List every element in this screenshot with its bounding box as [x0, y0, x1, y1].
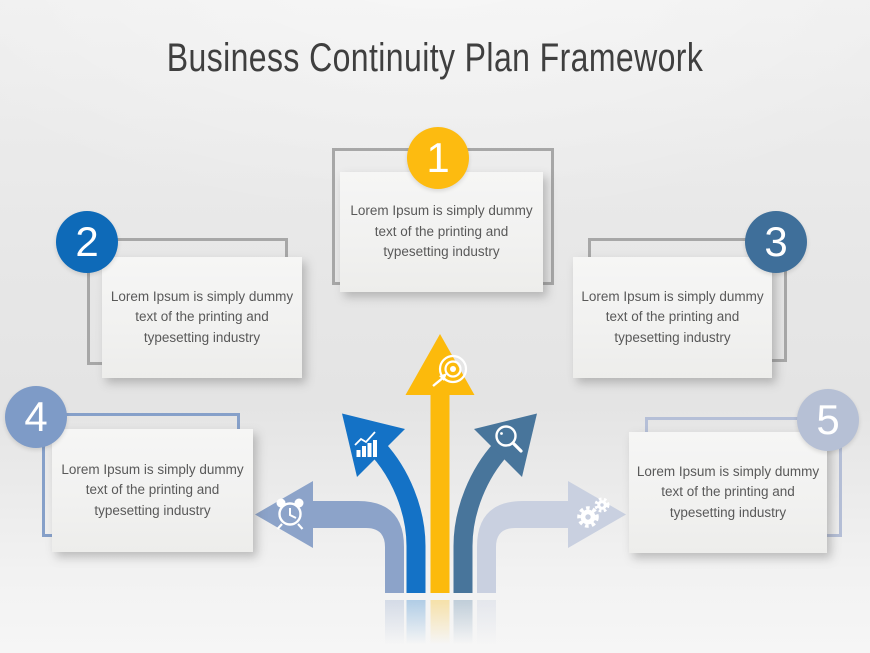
step-1-number-badge: 1: [407, 127, 469, 189]
step-2-panel: Lorem Ipsum is simply dummy text of the …: [102, 257, 302, 378]
step-5-text: Lorem Ipsum is simply dummy text of the …: [636, 463, 820, 520]
arrow-reflections: [385, 600, 496, 644]
step-2-text: Lorem Ipsum is simply dummy text of the …: [110, 288, 294, 345]
step-3-number-badge: 3: [745, 211, 807, 273]
step-1-panel: Lorem Ipsum is simply dummy text of the …: [340, 172, 543, 292]
step-3-panel: Lorem Ipsum is simply dummy text of the …: [573, 257, 772, 378]
left-arrow: [255, 481, 404, 593]
step-5-panel: Lorem Ipsum is simply dummy text of the …: [629, 432, 827, 553]
gear-icon: [577, 497, 610, 528]
step-4-number-badge: 4: [5, 386, 67, 448]
alarm-clock-icon: [276, 498, 304, 530]
step-4-panel: Lorem Ipsum is simply dummy text of the …: [52, 429, 253, 552]
up-right-arrow-stem: [453, 442, 509, 593]
up-left-arrow-stem: [370, 442, 426, 593]
step-1-text: Lorem Ipsum is simply dummy text of the …: [350, 203, 533, 260]
slide-title: Business Continuity Plan Framework: [166, 36, 704, 80]
step-2-number-badge: 2: [56, 211, 118, 273]
step-3-text: Lorem Ipsum is simply dummy text of the …: [581, 288, 764, 345]
right-arrow: [477, 481, 626, 593]
up-arrow-stem: [430, 386, 450, 593]
step-5-number-badge: 5: [797, 389, 859, 451]
target-icon: [432, 354, 468, 387]
bar-chart-icon: [354, 431, 377, 457]
search-icon: [495, 425, 523, 453]
step-4-text: Lorem Ipsum is simply dummy text of the …: [61, 461, 244, 518]
